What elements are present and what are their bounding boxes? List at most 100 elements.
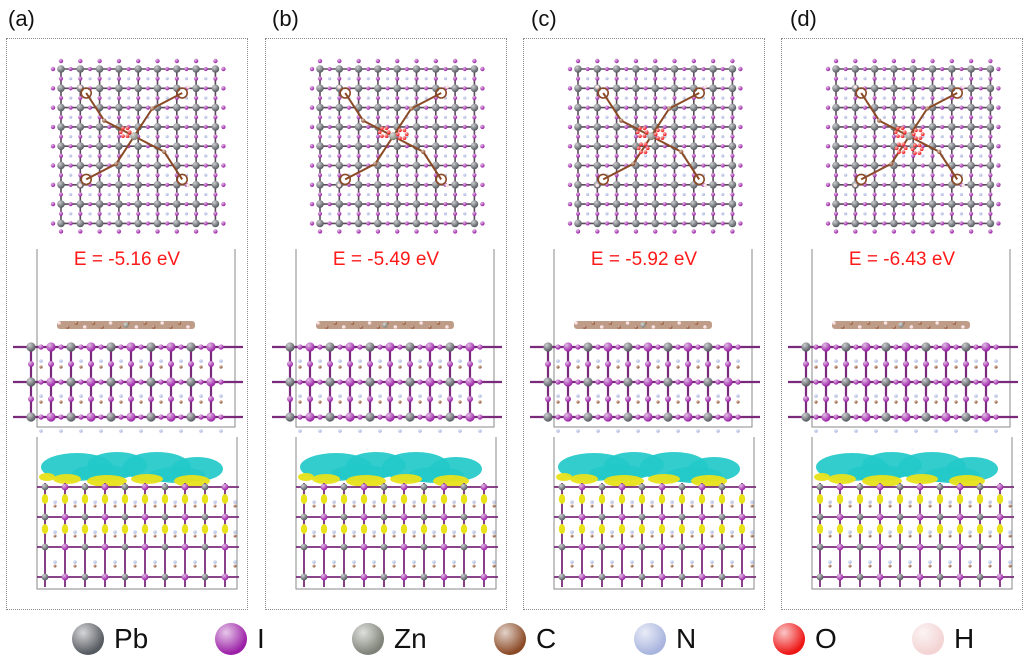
i-atom (87, 66, 93, 72)
pb-atom (451, 200, 459, 208)
charge-accumulation-region (648, 474, 680, 484)
n-atom (736, 359, 740, 363)
molecule-atom (703, 325, 707, 329)
i-atom (184, 144, 189, 149)
n-atom (146, 173, 150, 177)
c-atom (968, 504, 972, 508)
i-atom (107, 144, 112, 149)
pb-atom (936, 513, 944, 521)
molecule-atom (651, 325, 656, 329)
c-atom-icon (494, 622, 526, 655)
pb-atom (95, 65, 104, 73)
charge-accumulation-region (678, 524, 686, 534)
c-atom (392, 534, 396, 538)
i-atom (128, 396, 134, 402)
pb-atom (57, 181, 65, 189)
i-atom (462, 144, 467, 149)
i-atom (309, 105, 315, 110)
pb-atom (841, 412, 851, 422)
molecule-atom (909, 325, 914, 329)
i-atom (645, 361, 651, 367)
n-atom (347, 192, 351, 197)
i-atom (575, 58, 581, 64)
pb-atom (300, 483, 308, 491)
pb-atom (134, 65, 142, 73)
i-atom (472, 229, 477, 234)
molecule-atom (333, 321, 337, 325)
i-atom (414, 192, 419, 197)
pb-atom (300, 513, 308, 521)
i-atom (803, 396, 809, 402)
n-atom (405, 77, 409, 81)
n-atom (901, 77, 906, 81)
n-atom (443, 77, 448, 81)
i-atom (116, 192, 121, 197)
i-atom (404, 144, 409, 149)
adsorption-energy: E = -5.16 eV (73, 249, 181, 270)
phenyl-ring (339, 173, 351, 186)
i-atom (978, 105, 983, 110)
phenyl-ring (855, 173, 867, 186)
i-atom (940, 144, 945, 149)
n-atom (199, 359, 203, 363)
n-atom (452, 560, 456, 564)
i-atom (988, 58, 993, 64)
pb-atom (186, 377, 196, 387)
i-atom (872, 76, 877, 81)
pb-atom (670, 123, 679, 131)
i-atom (317, 173, 323, 178)
pb-atom (325, 377, 335, 387)
i-atom (480, 86, 485, 91)
n-atom (921, 173, 925, 177)
pb-atom (663, 342, 673, 352)
i-atom (337, 58, 342, 64)
n-atom (366, 134, 370, 139)
i-atom (414, 58, 419, 64)
i-atom (662, 124, 667, 129)
n-atom (643, 173, 648, 177)
c-atom (636, 400, 640, 404)
pb-atom (832, 65, 840, 73)
n-atom (146, 96, 150, 100)
c-atom (925, 106, 930, 111)
i-atom (996, 543, 1004, 551)
pb-atom (936, 483, 944, 491)
i-atom (68, 182, 73, 187)
n-atom (643, 212, 648, 216)
n-atom (940, 192, 944, 197)
c-atom (53, 534, 57, 538)
i-atom (923, 361, 929, 367)
i-atom (575, 76, 581, 81)
i-atom (853, 211, 858, 216)
n-atom (670, 530, 674, 534)
i-atom (738, 573, 746, 581)
pb-atom (632, 200, 640, 208)
i-atom (78, 95, 83, 101)
n-atom (814, 429, 818, 433)
i-atom (425, 377, 435, 387)
pb-atom (632, 65, 640, 73)
pb-atom (460, 573, 468, 581)
i-atom (118, 379, 124, 385)
i-atom (993, 414, 999, 420)
pb-atom (393, 200, 401, 208)
n-atom (844, 192, 848, 197)
i-atom (356, 192, 361, 197)
pb-atom (896, 513, 904, 521)
phenyl-ring (80, 173, 92, 186)
n-atom (624, 212, 628, 216)
i-atom (107, 182, 112, 187)
charge-accumulation-region (916, 494, 924, 504)
i-atom (730, 76, 735, 81)
i-atom (943, 396, 949, 402)
n-atom (153, 500, 157, 504)
i-atom (375, 76, 380, 81)
i-atom (901, 342, 911, 352)
i-atom (320, 483, 328, 491)
i-atom (825, 86, 831, 91)
charge-accumulation-region (87, 475, 127, 487)
n-atom (590, 530, 594, 534)
molecule-atom (186, 325, 190, 329)
i-atom (996, 221, 1001, 226)
i-atom (395, 153, 400, 158)
